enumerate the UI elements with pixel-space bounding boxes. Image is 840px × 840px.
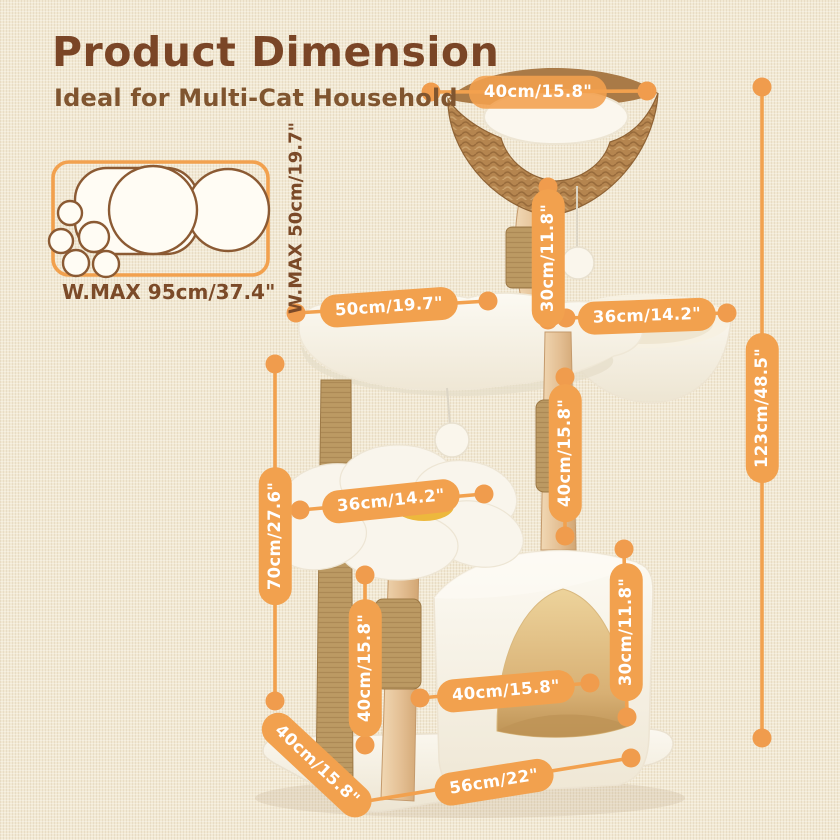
dimension-dots (265, 77, 772, 768)
basket-max-width-note: W.MAX 50cm/19.7" (285, 121, 307, 315)
lower-jute-band (374, 598, 422, 690)
dim-condo-height: 30cm/11.8" (609, 562, 643, 702)
top-view-diagram (47, 160, 271, 279)
dim-lower-post-height: 40cm/15.8" (348, 598, 382, 738)
page-title: Product Dimension (52, 28, 500, 76)
pom-pom-middle (434, 387, 470, 458)
top-view-bowl-outline (185, 167, 271, 253)
dim-basket-width: 40cm/15.8" (468, 75, 608, 109)
top-view-caption: W.MAX 95cm/37.4" (62, 280, 276, 304)
dim-upper-trunk-height: 30cm/11.8" (531, 188, 565, 328)
dim-total-height: 123cm/48.5" (745, 332, 779, 484)
top-view-basket-outline (107, 164, 199, 256)
top-view-flower-outline (47, 199, 121, 279)
dim-mid-section-height: 70cm/27.6" (258, 466, 292, 606)
dim-bowl-width: 36cm/14.2" (577, 297, 717, 335)
dim-mid-post-height: 40cm/15.8" (548, 383, 582, 523)
left-scratching-post (315, 379, 354, 788)
page-subtitle: Ideal for Multi-Cat Household (54, 84, 458, 112)
